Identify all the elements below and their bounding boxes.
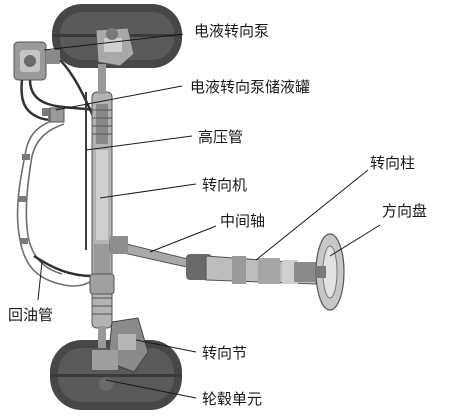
label-steering-wheel: 方向盘 xyxy=(382,202,427,220)
reservoir xyxy=(49,107,65,123)
label-return-pipe: 回油管 xyxy=(8,306,53,324)
return-pipe-loop xyxy=(16,117,97,287)
steering-wheel xyxy=(315,233,345,311)
label-pump-reservoir: 电液转向泵储液罐 xyxy=(190,78,310,96)
bottom-wheel xyxy=(50,340,182,410)
label-high-pressure-pipe: 高压管 xyxy=(198,128,243,146)
lower-knuckle xyxy=(92,317,149,391)
return-pipe-lower xyxy=(33,254,93,278)
steering-column xyxy=(186,254,320,285)
label-hub-unit: 轮毂单元 xyxy=(202,390,262,408)
label-steering-column: 转向柱 xyxy=(370,154,415,172)
label-steering-gear: 转向机 xyxy=(202,176,247,194)
label-steering-knuckle: 转向节 xyxy=(202,344,247,362)
leader-lines xyxy=(37,33,381,399)
pump-assembly xyxy=(13,41,60,81)
label-intermediate-shaft: 中间轴 xyxy=(220,212,265,230)
label-electro-hydraulic-pump: 电液转向泵 xyxy=(194,22,269,40)
steering-gear xyxy=(89,64,115,348)
upper-knuckle xyxy=(95,27,135,67)
